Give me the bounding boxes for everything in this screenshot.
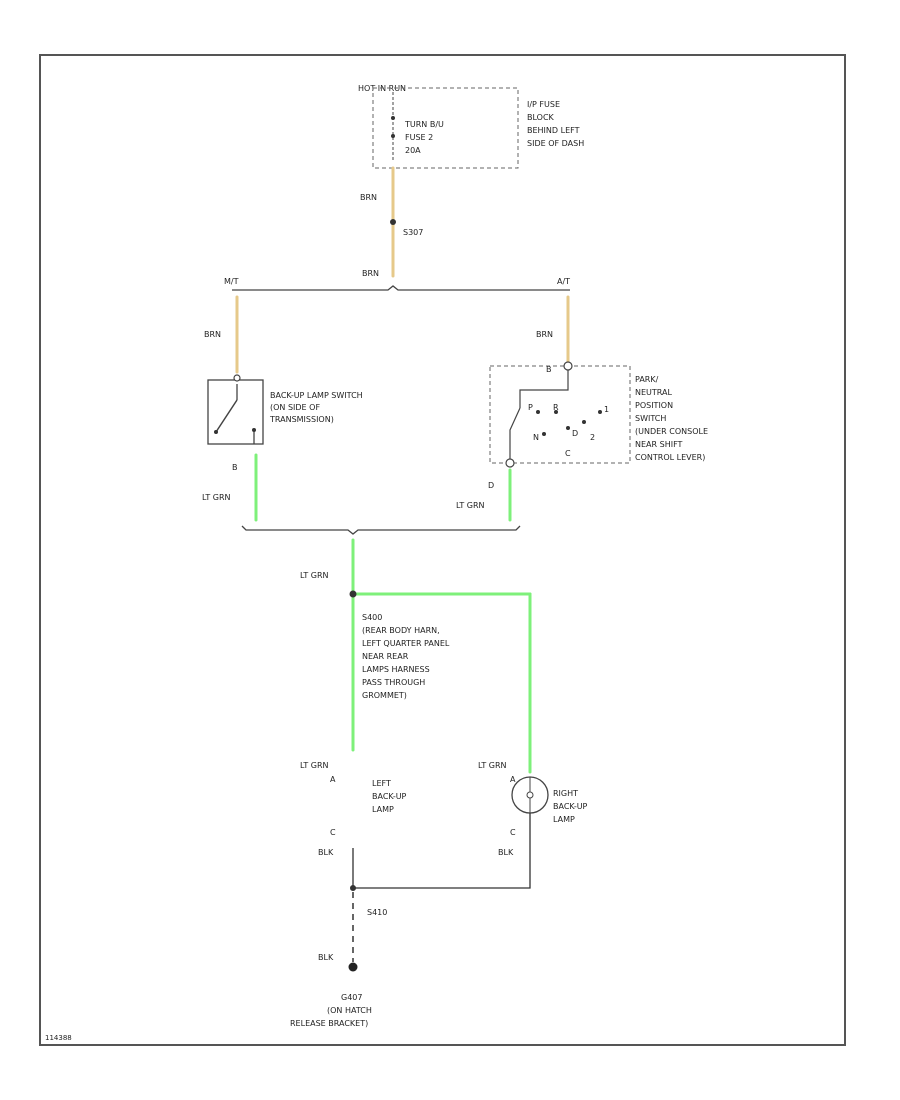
branch-label-at: A/T xyxy=(557,277,570,286)
wire-label-lt-grn-left-lamp: LT GRN xyxy=(300,761,329,770)
fuse-location-line-2: BLOCK xyxy=(527,113,555,122)
splice-s410-label: S410 xyxy=(367,908,387,917)
splice-s400-line-2: LEFT QUARTER PANEL xyxy=(362,639,450,648)
prnd-gear-n: N xyxy=(533,433,539,442)
right-lamp-pin-c: C xyxy=(510,828,516,837)
splice-s400-line-1: (REAR BODY HARN, xyxy=(362,626,440,635)
splice-s400-label: S400 xyxy=(362,613,382,622)
right-backup-lamp xyxy=(511,776,549,814)
wire-label-blk-right: BLK xyxy=(498,848,514,857)
wire-label-lt-grn-right-lamp: LT GRN xyxy=(478,761,507,770)
prnd-line-2: NEUTRAL xyxy=(635,388,672,397)
fuse-location-line-4: SIDE OF DASH xyxy=(527,139,584,148)
branch-bracket-top xyxy=(232,285,570,291)
wire-label-lt-grn-at: LT GRN xyxy=(456,501,485,510)
ground-g407-dot xyxy=(348,962,358,972)
prnd-contact-2 xyxy=(582,420,586,424)
right-lamp-pin-a: A xyxy=(510,775,516,784)
prnd-contact-p xyxy=(536,410,540,414)
wire-label-lt-grn-center: LT GRN xyxy=(300,571,329,580)
figure-id: 114388 xyxy=(45,1034,72,1042)
prnd-pin-d: D xyxy=(488,481,494,490)
park-neutral-switch xyxy=(489,361,631,468)
left-lamp-pin-c: C xyxy=(330,828,336,837)
prnd-line-4: SWITCH xyxy=(635,414,666,423)
prnd-switch-outline xyxy=(489,365,631,464)
backup-switch-line-1: BACK-UP LAMP SWITCH xyxy=(270,391,363,400)
right-lamp-line-3: LAMP xyxy=(553,815,575,824)
fuse-location-line-3: BEHIND LEFT xyxy=(527,126,580,135)
branch-bracket-bottom xyxy=(241,525,521,535)
fuse-terminal-top xyxy=(391,116,395,120)
wire-label-brn-mt: BRN xyxy=(204,330,221,339)
ground-g407-label: G407 xyxy=(341,993,362,1002)
prnd-line-1: PARK/ xyxy=(635,375,659,384)
ground-line-2: RELEASE BRACKET) xyxy=(290,1019,368,1028)
left-lamp-line-1: LEFT xyxy=(372,779,391,788)
ground-line-1: (ON HATCH xyxy=(327,1006,372,1015)
diagram-frame xyxy=(39,54,846,1046)
prnd-line-3: POSITION xyxy=(635,401,673,410)
splice-s400-line-6: GROMMET) xyxy=(362,691,407,700)
branch-label-mt: M/T xyxy=(224,277,239,286)
wire-blk-right xyxy=(353,813,531,889)
prnd-output-lead xyxy=(509,407,521,462)
backup-switch-pivot xyxy=(214,430,218,434)
fuse-name-line-1: TURN B/U xyxy=(404,120,444,129)
wire-label-brn-fuse: BRN xyxy=(360,193,377,202)
splice-s400-line-4: LAMPS HARNESS xyxy=(362,665,430,674)
prnd-gear-r: R xyxy=(553,403,559,412)
prnd-contact-r xyxy=(554,410,558,414)
prnd-contact-n xyxy=(542,432,546,436)
right-lamp-line-2: BACK-UP xyxy=(553,802,588,811)
backup-switch-blade xyxy=(215,399,238,433)
fuse-location-line-1: I/P FUSE xyxy=(527,100,560,109)
splice-s410-dot xyxy=(350,885,356,891)
wire-label-brn-at: BRN xyxy=(536,330,553,339)
splice-s307-label: S307 xyxy=(403,228,423,237)
wire-label-blk-left: BLK xyxy=(318,848,334,857)
left-lamp-pin-a: A xyxy=(330,775,336,784)
left-lamp-line-2: BACK-UP xyxy=(372,792,407,801)
prnd-pin-c: C xyxy=(565,449,571,458)
wire-label-lt-grn-mt: LT GRN xyxy=(202,493,231,502)
prnd-gear-2: 2 xyxy=(590,433,595,442)
fuse-block-outline xyxy=(372,87,519,169)
backup-switch-line-3: TRANSMISSION) xyxy=(269,415,334,424)
backup-switch-terminal-bottom xyxy=(252,428,256,432)
backup-switch-body xyxy=(207,379,264,445)
wire-label-brn-branch: BRN xyxy=(362,269,379,278)
fuse-name-line-3: 20A xyxy=(405,146,421,155)
prnd-terminal-in xyxy=(563,361,573,371)
splice-s400-line-3: NEAR REAR xyxy=(362,652,409,661)
backup-lamp-switch xyxy=(207,374,264,445)
backup-switch-line-2: (ON SIDE OF xyxy=(270,403,320,412)
prnd-line-6: NEAR SHIFT xyxy=(635,440,683,449)
prnd-line-5: (UNDER CONSOLE xyxy=(635,427,708,436)
left-lamp-line-3: LAMP xyxy=(372,805,394,814)
prnd-gear-d: D xyxy=(572,429,578,438)
prnd-gear-p: P xyxy=(528,403,533,412)
wire-label-blk-ground: BLK xyxy=(318,953,334,962)
splice-s307-dot xyxy=(390,219,396,225)
prnd-input-lead xyxy=(519,370,569,408)
prnd-pin-b: B xyxy=(546,365,552,374)
backup-switch-pin-b: B xyxy=(232,463,238,472)
splice-s400-dot xyxy=(349,590,357,598)
prnd-contact-1 xyxy=(598,410,602,414)
backup-switch-terminal-top xyxy=(233,374,241,382)
fuse-name-line-2: FUSE 2 xyxy=(405,133,433,142)
prnd-gear-1: 1 xyxy=(604,405,609,414)
fuse-terminal-bottom xyxy=(391,134,395,138)
prnd-contact-d xyxy=(566,426,570,430)
prnd-line-7: CONTROL LEVER) xyxy=(635,453,705,462)
right-lamp-line-1: RIGHT xyxy=(553,789,578,798)
splice-s400-line-5: PASS THROUGH xyxy=(362,678,425,687)
prnd-terminal-out xyxy=(505,458,515,468)
